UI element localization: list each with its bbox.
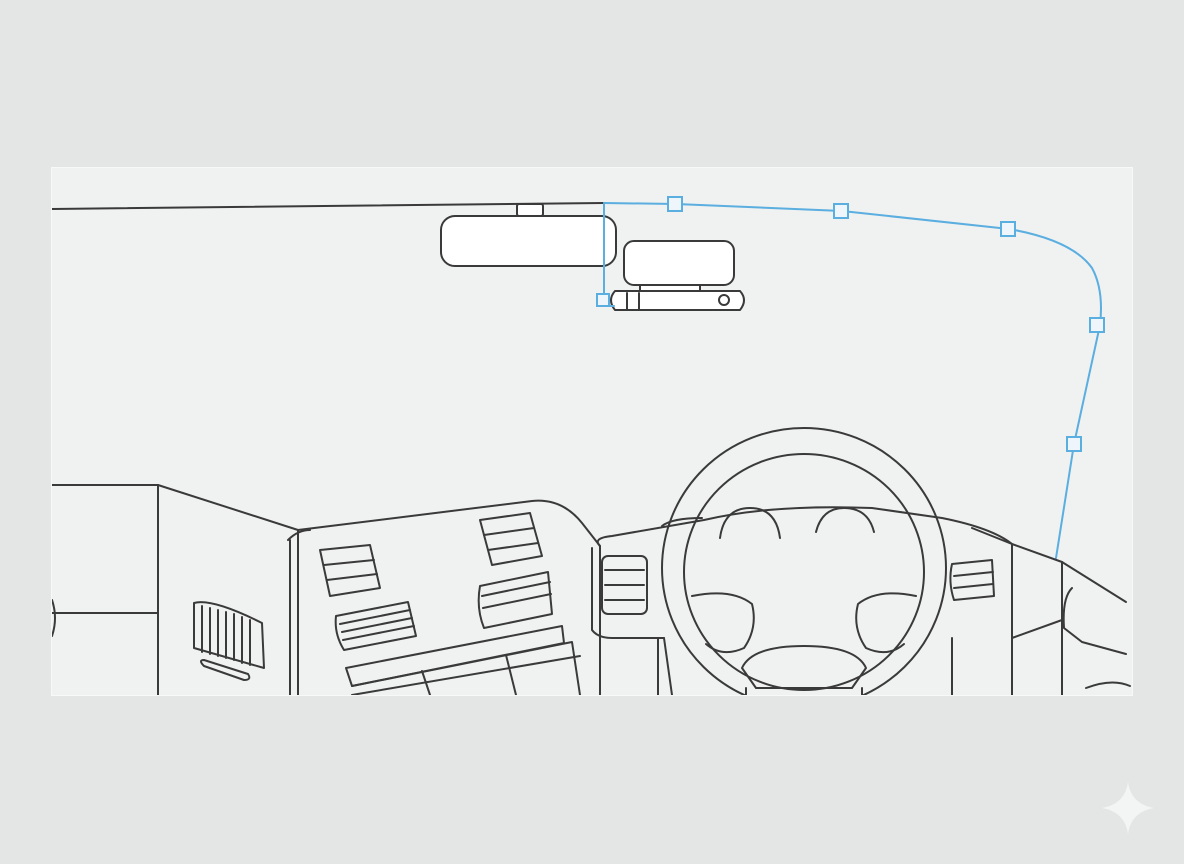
console-control bbox=[477, 571, 553, 629]
left-door-panel bbox=[52, 484, 299, 695]
dash-cam-body bbox=[623, 240, 735, 286]
dash-cam-lens bbox=[718, 294, 730, 306]
console-control bbox=[334, 601, 417, 651]
side-vent bbox=[193, 601, 265, 681]
cable-clips bbox=[596, 196, 1105, 452]
gauge-left bbox=[719, 507, 781, 539]
center-console bbox=[287, 499, 601, 695]
cable-clip bbox=[1066, 436, 1082, 452]
cluster-vent-right bbox=[949, 559, 995, 601]
illustration-panel bbox=[52, 168, 1132, 695]
cable-clip bbox=[596, 293, 610, 307]
gauge-right bbox=[815, 507, 875, 533]
steering-wheel-rim-outer bbox=[661, 427, 947, 695]
sparkle-watermark-icon bbox=[1102, 782, 1154, 834]
cable-clip bbox=[667, 196, 683, 212]
windshield-top-edge bbox=[52, 202, 605, 210]
steering-spoke-right bbox=[855, 592, 917, 654]
cable-clip bbox=[1089, 317, 1105, 333]
steering-spoke-left bbox=[691, 592, 755, 654]
cab-interior-drawing bbox=[52, 196, 1131, 695]
dash-cam bbox=[610, 240, 745, 311]
rearview-mirror bbox=[440, 203, 617, 267]
console-vent bbox=[319, 544, 381, 597]
steering-wheel-rim-inner bbox=[683, 453, 925, 691]
steering-wheel bbox=[661, 427, 947, 695]
steering-hub bbox=[741, 645, 867, 689]
cable-clip bbox=[833, 203, 849, 219]
cable-clip bbox=[1000, 221, 1016, 237]
dash-cam-mount bbox=[610, 290, 745, 311]
cluster-vent-left bbox=[601, 555, 648, 615]
console-vent bbox=[479, 512, 543, 566]
